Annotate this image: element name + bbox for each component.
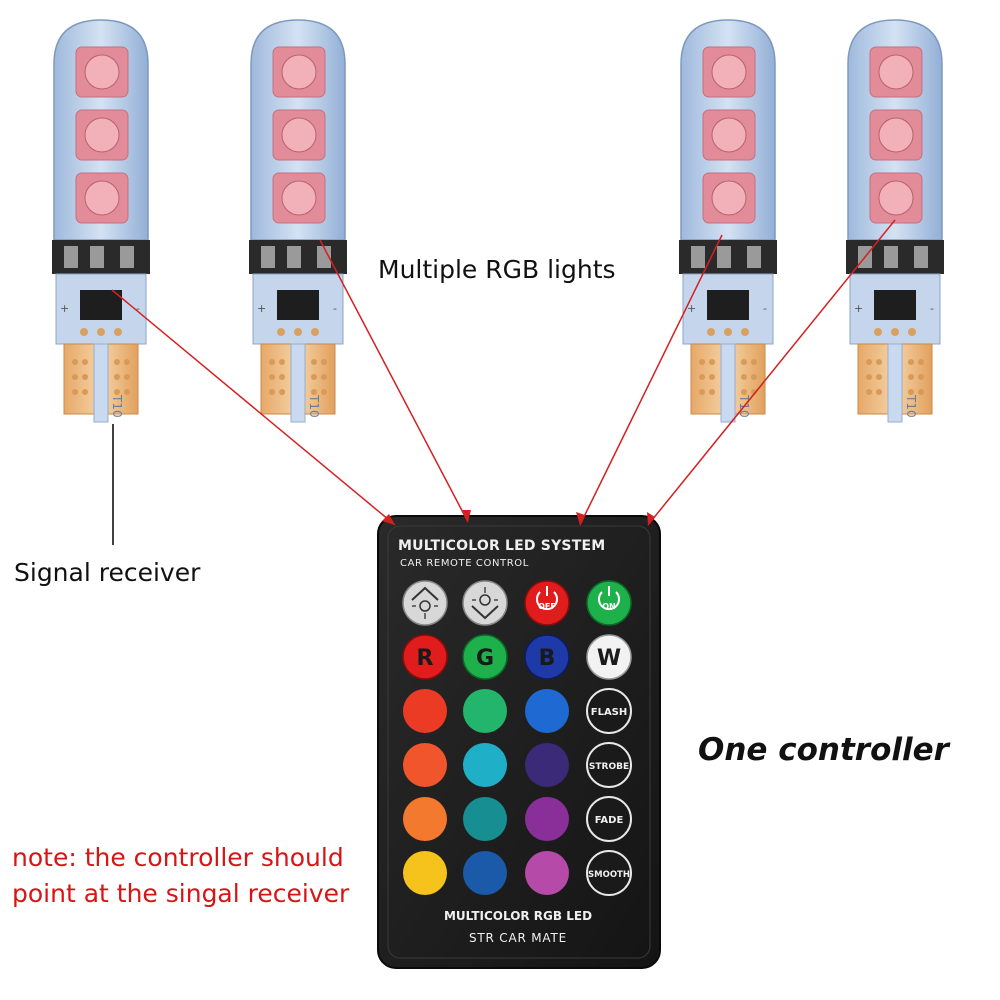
color-button-blue-4[interactable]: [525, 851, 569, 895]
remote-title: MULTICOLOR LED SYSTEM: [398, 538, 606, 554]
green-button[interactable]: G: [462, 634, 508, 680]
green-button-label: G: [476, 646, 494, 671]
color-button-red-3[interactable]: [403, 797, 447, 841]
color-button-green-2[interactable]: [463, 743, 507, 787]
led-bulb-1: [51, 19, 151, 423]
remote-footer-model: STR CAR MATE: [469, 931, 567, 945]
on-button[interactable]: ON: [586, 580, 632, 626]
color-button-grid: [403, 689, 569, 895]
off-button[interactable]: OFF: [524, 580, 570, 626]
strobe-button[interactable]: STROBE: [586, 742, 632, 788]
color-button-green-4[interactable]: [463, 851, 507, 895]
bulb-marking-2: T10: [307, 394, 321, 418]
led-bulb-3: [678, 19, 778, 423]
bulb-marking-1: T10: [110, 394, 124, 418]
bulb-marking-4: T10: [904, 394, 918, 418]
smooth-button[interactable]: SMOOTH: [586, 850, 632, 896]
strobe-button-label: STROBE: [589, 762, 629, 772]
blue-button-label: B: [539, 646, 556, 671]
on-button-label: ON: [602, 602, 616, 611]
color-button-blue-3[interactable]: [525, 797, 569, 841]
white-button-label: W: [597, 646, 621, 671]
remote-controller: [377, 515, 661, 969]
usage-note: note: the controller should point at the…: [12, 840, 349, 912]
brightness-down-button[interactable]: [462, 580, 508, 626]
color-button-red-1[interactable]: [403, 689, 447, 733]
blue-button[interactable]: B: [524, 634, 570, 680]
usage-note-line-2: point at the singal receiver: [12, 879, 350, 908]
signal-receiver-label: Signal receiver: [14, 558, 201, 587]
remote-subtitle: CAR REMOTE CONTROL: [400, 558, 529, 569]
fade-button[interactable]: FADE: [586, 796, 632, 842]
color-button-red-4[interactable]: [403, 851, 447, 895]
rgb-lights-label: Multiple RGB lights: [378, 255, 616, 284]
red-button-label: R: [417, 646, 434, 671]
remote-footer-brand: MULTICOLOR RGB LED: [443, 909, 593, 923]
smooth-button-label: SMOOTH: [588, 870, 630, 880]
off-button-label: OFF: [538, 602, 556, 611]
red-button[interactable]: R: [402, 634, 448, 680]
white-button[interactable]: W: [586, 634, 632, 680]
flash-button-label: FLASH: [591, 707, 628, 718]
fade-button-label: FADE: [595, 815, 624, 826]
led-bulb-2: [248, 19, 348, 423]
usage-note-line-1: note: the controller should: [12, 843, 344, 872]
pointer-lines: [111, 219, 896, 526]
color-button-green-3[interactable]: [463, 797, 507, 841]
brightness-up-button[interactable]: [402, 580, 448, 626]
color-button-blue-1[interactable]: [525, 689, 569, 733]
color-button-green-1[interactable]: [463, 689, 507, 733]
color-button-red-2[interactable]: [403, 743, 447, 787]
color-button-blue-2[interactable]: [525, 743, 569, 787]
one-controller-label: One controller: [698, 732, 949, 768]
flash-button[interactable]: FLASH: [586, 688, 632, 734]
